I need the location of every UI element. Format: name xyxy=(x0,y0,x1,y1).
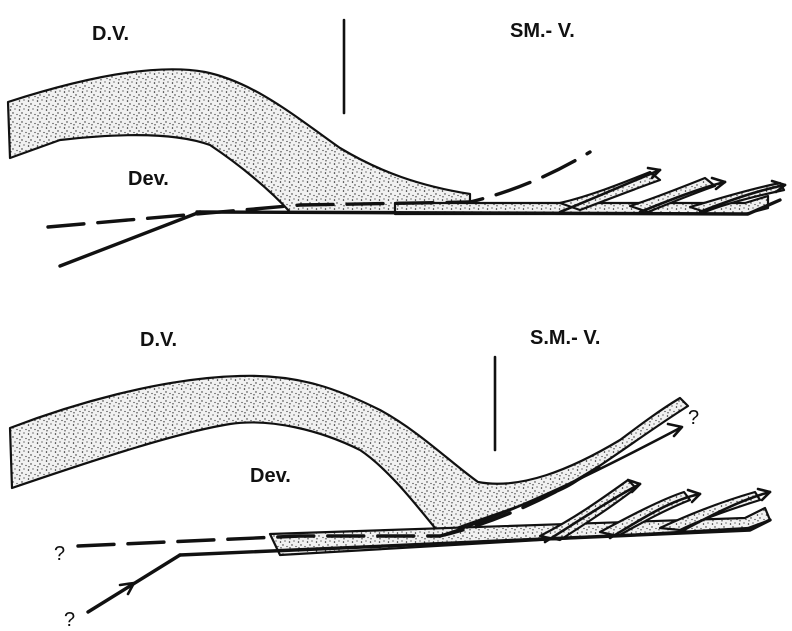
top-label-dev: Dev. xyxy=(128,168,169,190)
bottom-label-smv: S.M.- V. xyxy=(530,327,600,349)
bottom-question-mark-left: ? xyxy=(54,543,65,565)
top-anticline-layer xyxy=(8,69,470,212)
top-label-dv: D.V. xyxy=(92,23,129,45)
bottom-label-dev: Dev. xyxy=(250,465,291,487)
bottom-question-mark-upper: ? xyxy=(688,407,699,429)
top-label-smv: SM.- V. xyxy=(510,20,575,42)
bottom-section: D.V. S.M.- V. Dev. ? ? ? xyxy=(10,327,770,631)
top-section: D.V. SM.- V. Dev. xyxy=(8,20,785,266)
bottom-label-dv: D.V. xyxy=(140,329,177,351)
bottom-question-mark-lower: ? xyxy=(64,609,75,631)
